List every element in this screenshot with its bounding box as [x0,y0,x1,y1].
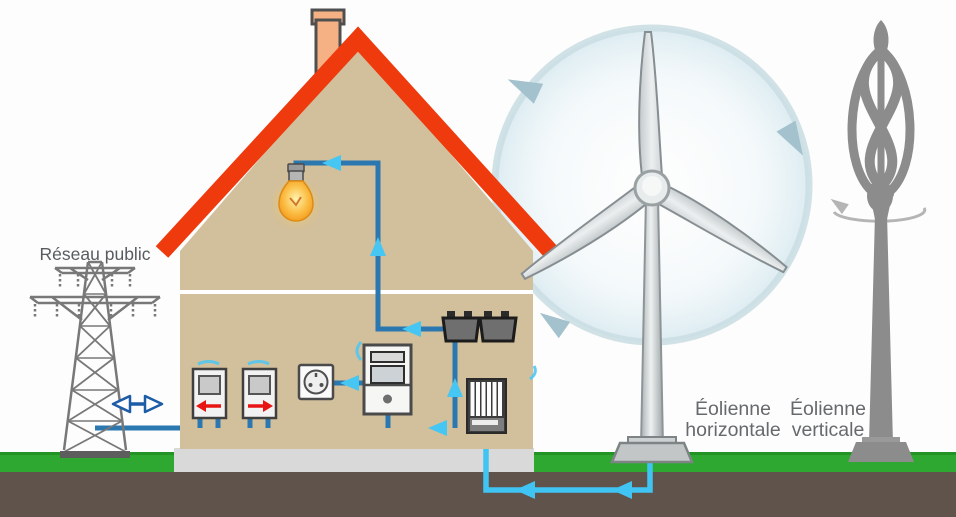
underground-cable [483,431,653,493]
meter-display [248,375,271,395]
charge-controller-icon [466,378,507,434]
bulb-glass [278,180,314,222]
house-cutaway [155,8,558,449]
inverter-vent [370,351,405,363]
turbine-hub-highlight [642,176,662,196]
battery-terminal [501,311,509,319]
vturbine-base [848,442,914,462]
rotation-arrow-icon [776,120,803,156]
glint [197,360,220,366]
controller-stripe [472,420,498,425]
battery-body [478,316,518,343]
flow-arrow-left-icon [322,155,341,171]
glint [355,341,363,361]
flow-arrow-left-icon [340,375,359,391]
meter-stubs [197,418,271,428]
reseau-public-label: Réseau public [40,244,151,264]
helical-rotor [847,46,915,199]
eolienne-verticale-label-line1: Éolienne [790,397,866,420]
battery-icon [478,311,518,343]
power-outlet-icon [297,363,335,401]
grass-fringe-right [534,452,956,455]
flow-arrow-left-icon [612,481,632,499]
pylon-base [60,451,130,458]
turbine-mast [639,195,665,447]
battery-body [441,316,481,343]
eolienne-horizontale-label-line2: horizontale [685,419,780,441]
vturbine-base-step [862,437,900,446]
floor-line [180,290,533,294]
cable-flow-arrows [515,481,632,499]
battery-terminal [464,311,472,319]
export-meter-icon [191,367,228,420]
vertical-wind-turbine [830,20,927,462]
battery-terminal [484,311,492,319]
horizontal-wind-turbine [520,31,788,464]
halo-rotation-arrows [507,79,803,339]
soil-ground [0,471,956,517]
roof [155,26,558,258]
outlet-socket [303,369,329,395]
flow-arrow-up-icon [370,237,386,256]
flow-glints [197,341,537,381]
house-walls [180,45,533,449]
rotor-bottom-hub [867,180,893,212]
grid-pylon-icon [29,260,161,458]
battery-icon [441,311,481,343]
outlet-hole [308,383,313,387]
cable-path [483,431,653,493]
arrow-head-left [111,394,132,414]
flow-arrow-left-icon [428,420,447,436]
turbine-base [610,441,694,464]
eolienne-horizontale-label-line1: Éolienne [695,397,771,420]
controller-slats [470,382,502,416]
turbine-labels: Éolienne horizontale Éolienne verticale [685,397,866,441]
glint [247,360,270,366]
meter-display [198,375,221,395]
arrow-head-right [143,394,164,414]
flow-arrow-left-icon [515,481,535,499]
battery-terminal [447,311,455,319]
grass-left [0,452,176,472]
rotor-top-finial [873,20,889,60]
bulb-filament [289,196,302,207]
turbine-rotor [520,31,788,281]
glint [529,365,537,381]
rotation-arrow-icon [539,312,571,339]
red-arrow-right-icon [263,400,273,412]
inverter-button [383,394,392,404]
double-headed-arrow-icon [111,394,164,414]
outlet-hole [319,383,324,387]
rotation-arrow-icon [507,79,544,104]
vturbine-mast [869,214,893,444]
rotation-arrow-icon [830,198,849,215]
flow-arrow-left-icon [402,321,421,337]
import-meter-icon [241,367,278,420]
interior-flow-arrows [322,155,463,436]
bulb-thread [288,170,304,182]
red-arrow-left-icon [196,400,206,412]
inverter-icon [362,343,413,416]
light-bulb-icon [269,163,323,231]
flow-arrow-up-icon [447,378,463,397]
inverter-display [370,365,405,384]
eolienne-verticale-label-line2: verticale [792,419,865,441]
house-foundation [174,448,534,472]
